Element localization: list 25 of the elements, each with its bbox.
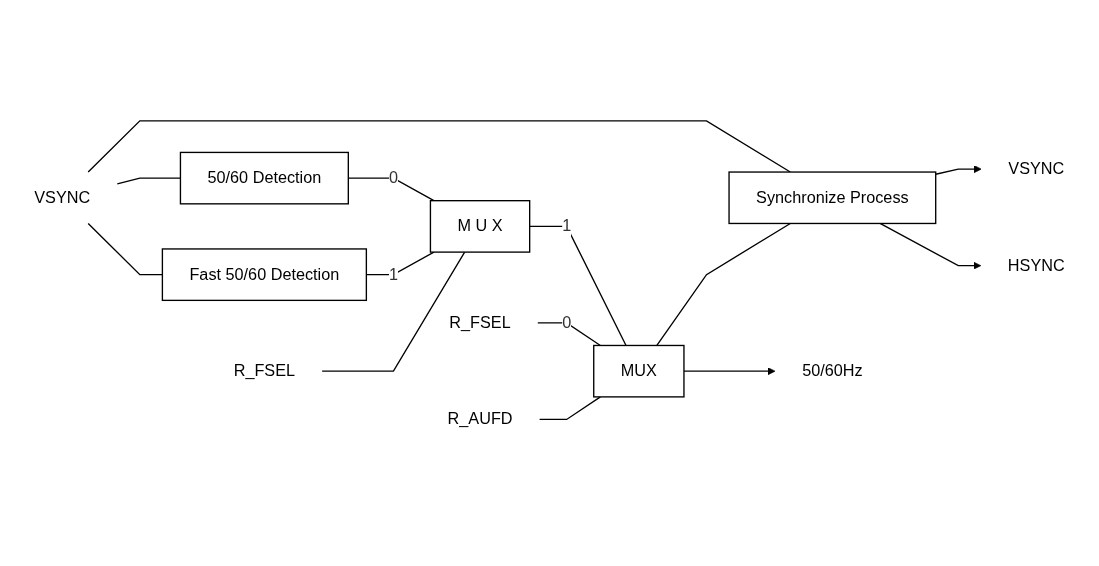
node-box: 50/60 Detection (179, 151, 349, 205)
node-box: Fast 50/60 Detection (161, 248, 368, 302)
connector (529, 225, 627, 347)
node-box: Synchronize Process (728, 171, 937, 225)
connector (656, 222, 791, 347)
arrow (683, 367, 776, 376)
node-box: MUX (593, 344, 685, 398)
connector (87, 120, 791, 173)
node-text: R_FSEL (449, 313, 511, 332)
arrow (879, 222, 982, 270)
node-text: VSYNC (34, 188, 91, 207)
connector (321, 251, 466, 372)
node-text: 50/60Hz (802, 361, 863, 380)
node-box: M U X (429, 200, 531, 253)
edge-label: 1 (562, 216, 572, 235)
edge-label: 0 (388, 168, 398, 187)
node-text: VSYNC (1008, 159, 1065, 178)
node-text: R_AUFD (447, 409, 513, 429)
node-text: R_FSEL (233, 361, 296, 380)
node-text: HSYNC (1007, 256, 1065, 275)
edge-label: 0 (562, 313, 572, 332)
arrow (935, 165, 982, 175)
edge-label: 1 (388, 265, 398, 284)
connector (537, 322, 602, 347)
connector (538, 396, 602, 421)
